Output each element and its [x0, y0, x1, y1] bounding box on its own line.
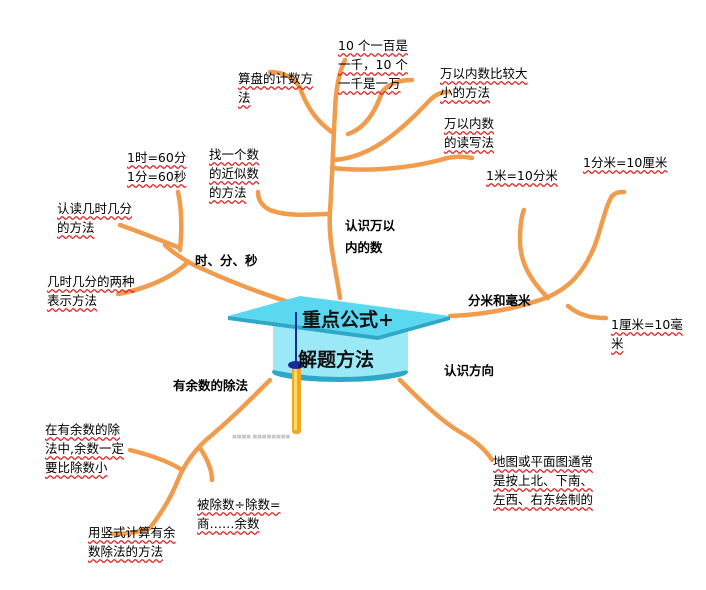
leaf-line-readtime: [117, 222, 183, 251]
leaf-read-time: 认读几时几分的方法: [57, 201, 133, 235]
leaf-compare: 万以内数比较大小的方法: [440, 66, 528, 100]
leaf-read-write: 万以内数的读写法: [444, 116, 495, 150]
branch-label-length: 分米和毫米: [468, 293, 531, 308]
leaf-line-remainder: [127, 447, 185, 473]
center-title-line2: 解题方法: [298, 349, 375, 371]
center-title-line1: 重点公式+: [302, 309, 394, 331]
branch-label-division: 有余数的除法: [173, 378, 249, 393]
branch-label-wan: 认识万以内的数: [345, 218, 396, 255]
leaf-ten-hundreds: 10 个一百是一千，10 个一千是一万: [338, 38, 408, 91]
leaf-vertical: 用竖式计算有余数除法的方法: [88, 525, 176, 559]
branch-line-division: [147, 377, 273, 531]
graduation-cap-icon: ■■■■ ■■■■■■■■: [228, 296, 450, 440]
leaf-line-cmmm: [565, 303, 609, 321]
leaf-hour-min: 1时=60分 1分=60秒: [127, 150, 187, 184]
leaf-line-twoways: [115, 259, 191, 297]
leaf-two-ways: 几时几分的两种表示方法: [47, 274, 135, 308]
leaf-m-dm: 1米=10分米: [486, 168, 558, 183]
leaf-line-vertical: [109, 525, 153, 537]
leaf-line-approx: [255, 189, 331, 218]
leaf-remainder: 在有余数的除法中,余数一定要比除数小: [45, 422, 124, 475]
branch-line-wan: [327, 57, 348, 301]
watermark-text: ■■■■ ■■■■■■■■: [232, 434, 291, 440]
leaf-line-formula: [197, 445, 215, 483]
branch-line-length: [447, 189, 627, 319]
branch-line-time: [162, 242, 303, 309]
leaf-line-compare: [330, 89, 451, 163]
leaf-formula: 被除数÷除数=商……余数: [197, 497, 281, 531]
leaf-line-ten: [345, 77, 415, 137]
leaf-map: 地图或平面图通常是按上北、下南、左西、右东绘制的: [493, 454, 594, 507]
leaf-approx: 找一个数的近似数的方法: [209, 147, 260, 200]
leaf-line-abacus: [267, 69, 335, 135]
branch-label-direction: 认识方向: [444, 363, 495, 378]
branch-label-time: 时、分、秒: [195, 253, 258, 268]
leaf-cm-mm: 1厘米=10毫米: [611, 317, 683, 351]
leaf-line-readwrite: [329, 154, 475, 172]
leaf-abacus: 算盘的计数方法: [238, 71, 314, 105]
leaf-line-mdm: [517, 207, 551, 301]
leaf-dm-cm: 1分米=10厘米: [583, 155, 668, 170]
branch-line-direction: [397, 377, 495, 463]
leaf-line-hourmin: [175, 189, 184, 253]
